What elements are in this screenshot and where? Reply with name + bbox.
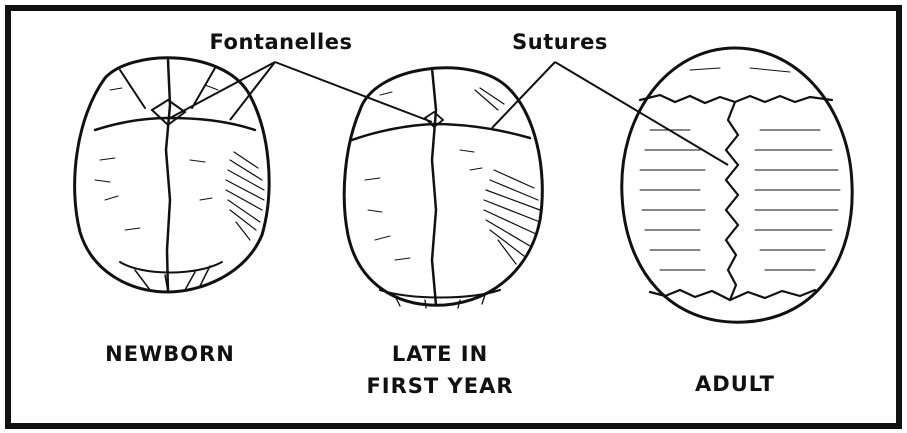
- caption-newborn-line: NEWBORN: [75, 338, 265, 370]
- caption-newborn: NEWBORN: [75, 338, 265, 370]
- fontanelles-label: Fontanelles: [196, 30, 366, 54]
- caption-late-line-1: LATE IN: [340, 338, 540, 370]
- caption-late-in-first-year: LATE IN FIRST YEAR: [340, 338, 540, 402]
- sutures-label: Sutures: [495, 30, 625, 54]
- adult-skull: [622, 48, 852, 322]
- caption-adult-line: ADULT: [660, 368, 810, 400]
- fontanelles-leaders: [170, 62, 432, 122]
- late-in-first-year-skull: [344, 68, 542, 308]
- caption-adult: ADULT: [660, 368, 810, 400]
- caption-late-line-2: FIRST YEAR: [340, 370, 540, 402]
- newborn-skull: [75, 58, 269, 292]
